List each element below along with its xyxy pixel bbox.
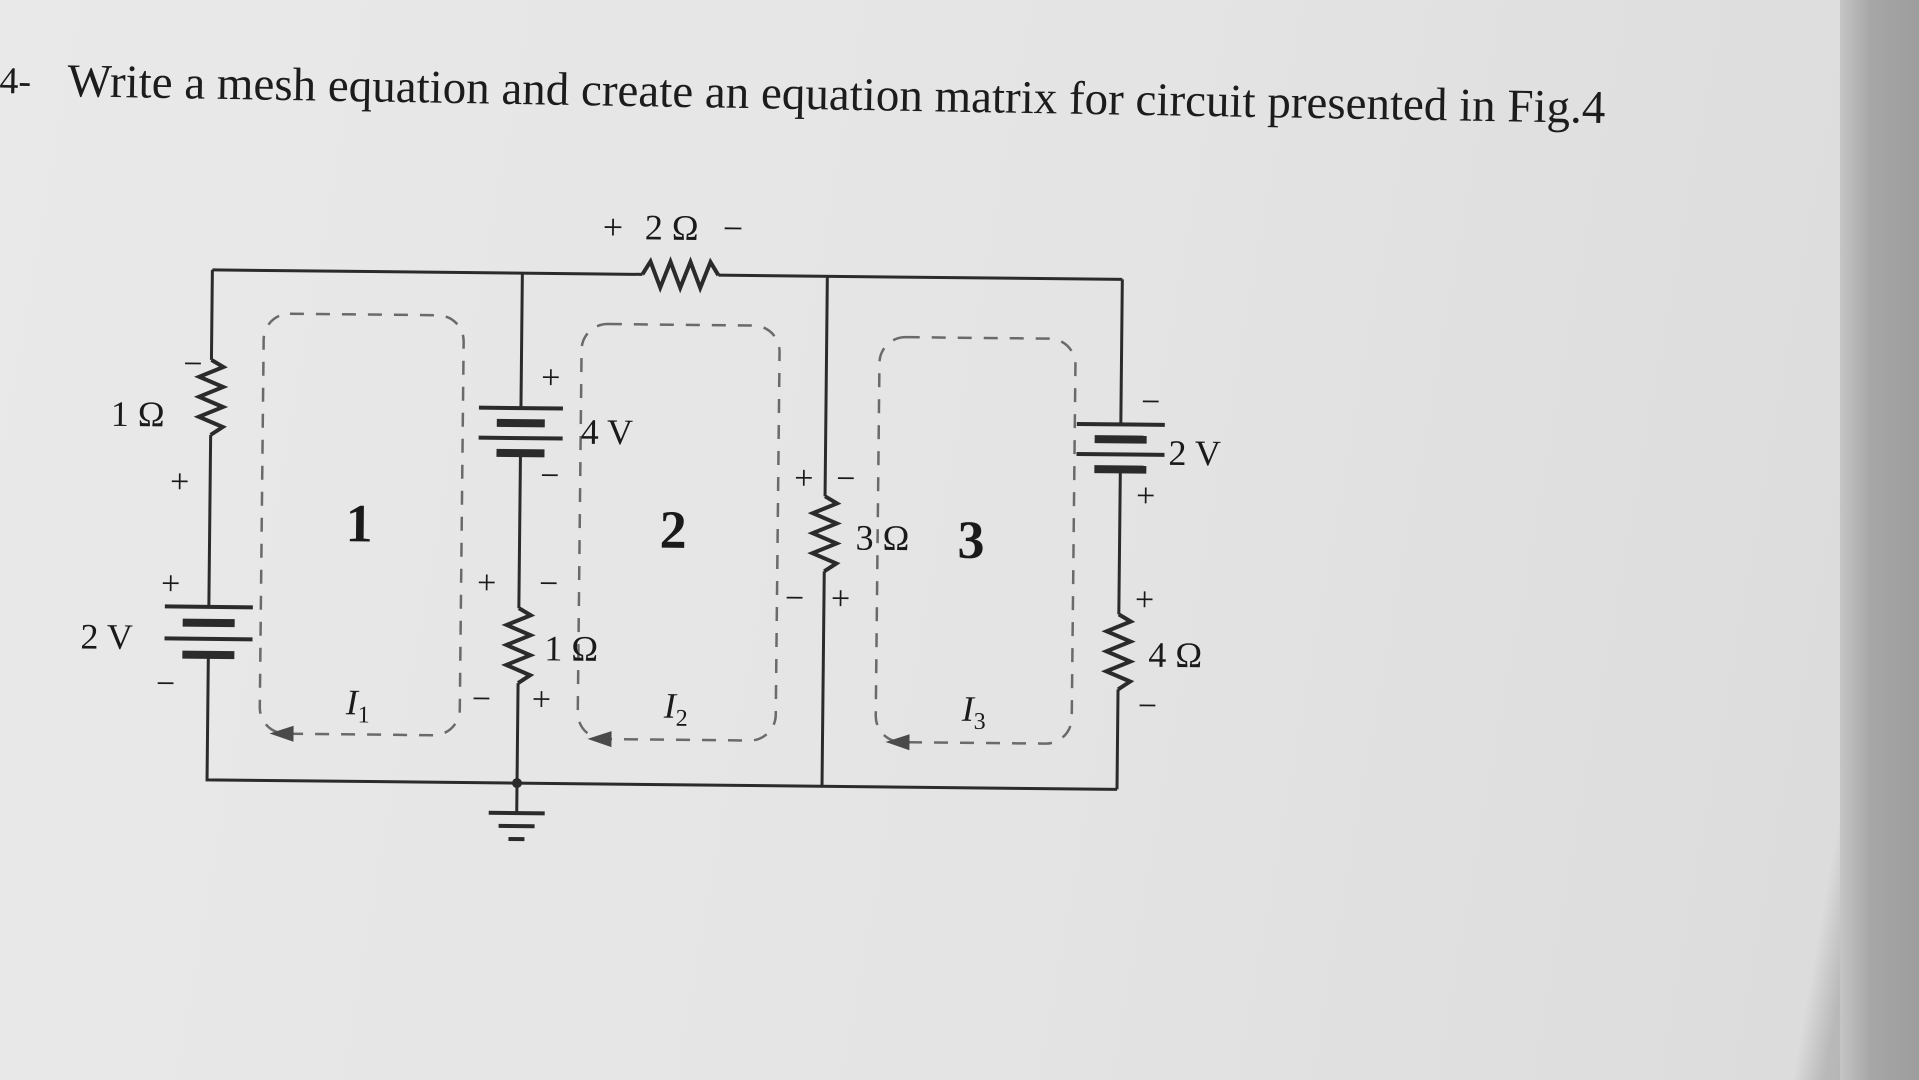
mesh-loops (258, 312, 1077, 751)
mesh-2-number: 2 (659, 500, 687, 560)
right-middle-resistor-plus: + (794, 460, 814, 497)
right-resistor-symbol (1101, 612, 1136, 692)
mesh-3-number: 3 (957, 510, 985, 570)
middle-source-plus: + (541, 359, 561, 396)
left-source-minus: − (156, 665, 176, 702)
right-resistor-plus: + (1135, 582, 1155, 619)
mesh-2-loop (576, 322, 781, 742)
right-source-value: 2 V (1168, 433, 1221, 474)
left-resistor-minus: − (183, 346, 203, 383)
top-resistor-plus: + (603, 207, 624, 247)
right-middle-resistor-minus: − (836, 460, 856, 497)
mesh-1-loop (258, 312, 465, 737)
mesh-2-arrow-icon (587, 731, 612, 748)
top-resistor-minus: − (723, 208, 744, 248)
circuit-wires (164, 256, 1165, 842)
left-source-plus: + (161, 565, 181, 602)
right-source-plus: + (1136, 478, 1156, 515)
right-middle-resistor-plus-bottom: + (831, 580, 851, 617)
mesh-3-current: I3 (961, 689, 986, 735)
right-middle-resistor-minus-bottom: − (785, 580, 805, 617)
middle-resistor-plus: + (477, 565, 497, 602)
middle-resistor-symbol (501, 606, 536, 685)
middle-resistor-minus: − (539, 565, 559, 602)
middle-resistor-minus-bottom: − (472, 681, 492, 718)
mesh-1-number: 1 (345, 493, 373, 553)
page-edge (1840, 0, 1919, 1080)
middle-resistor-value: 1 Ω (544, 628, 598, 669)
top-resistor-value: 2 Ω (645, 207, 699, 248)
left-resistor-plus: + (170, 463, 190, 500)
mesh-1-current: I1 (345, 682, 370, 728)
left-source-value: 2 V (80, 617, 133, 658)
mesh-2-current: I2 (663, 686, 688, 732)
right-source-minus: − (1141, 384, 1161, 421)
right-middle-resistor-value: 3 Ω (855, 518, 909, 559)
middle-source-value: 4 V (580, 412, 633, 453)
mesh-1-arrow-icon (269, 725, 294, 742)
left-resistor-value: 1 Ω (111, 394, 165, 435)
top-resistor-symbol (640, 256, 721, 294)
middle-source-minus: − (540, 457, 560, 494)
mesh-3-arrow-icon (885, 734, 910, 751)
right-middle-resistor-symbol (807, 494, 842, 573)
right-resistor-value: 4 Ω (1148, 635, 1202, 676)
mesh-3-loop (874, 335, 1077, 745)
middle-resistor-plus-bottom: + (532, 681, 552, 718)
right-resistor-minus: − (1138, 688, 1158, 725)
left-resistor-symbol (193, 358, 229, 437)
